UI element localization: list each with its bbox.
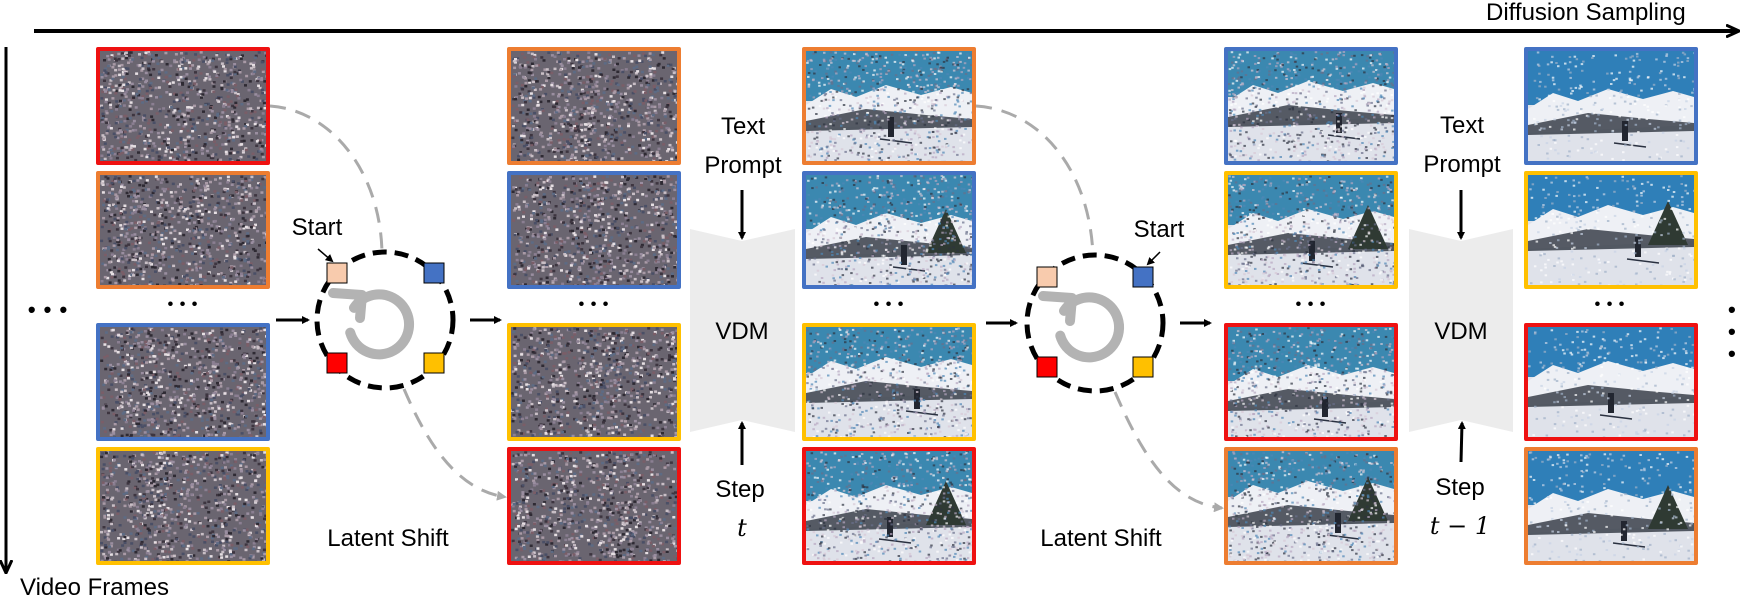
video-frame-blue [507, 171, 681, 289]
step-value-2: t − 1 [1429, 512, 1491, 540]
start-label-2: Start [1133, 216, 1185, 243]
rotate-arrow-head [328, 288, 367, 323]
latent-shift-ring-2 [1024, 251, 1166, 394]
latent-shift-label-1: Latent Shift [327, 525, 449, 552]
ellipsis-col-2: • • • [578, 296, 610, 313]
rotate-arrow-icon [1055, 292, 1125, 363]
text-prompt-label-1-line1: Text [720, 113, 766, 140]
diffusion-sampling-label: Diffusion Sampling [1486, 0, 1686, 26]
shift-curve-2-lower [1113, 391, 1224, 513]
video-frames-label: Video Frames [20, 574, 169, 601]
vdm-label-1: VDM [715, 318, 769, 345]
step-label-2: Step [1435, 474, 1485, 501]
ellipsis-left: • • • [27, 297, 69, 322]
latent-shift-label-2: Latent Shift [1040, 525, 1162, 552]
video-frame-orange [96, 171, 270, 289]
frame-square-red [1036, 356, 1058, 378]
start-pointer-2 [1146, 251, 1161, 266]
video-frame-red [802, 447, 976, 565]
step-label-1: Step [715, 476, 765, 503]
video-frame-yellow [802, 323, 976, 441]
shift-curve-2 [975, 104, 1095, 257]
video-frame-blue [1524, 47, 1698, 165]
video-frame-yellow [1524, 171, 1698, 289]
video-frame-red [1524, 323, 1698, 441]
ellipsis-col-5: • • • [1594, 296, 1626, 313]
frame-square-peach [326, 262, 348, 284]
video-frame-yellow [507, 323, 681, 441]
video-frame-blue [1224, 47, 1398, 165]
ellipsis-col-4: • • • [1295, 296, 1327, 313]
ellipsis-right: • • • [1728, 297, 1737, 366]
step-value-1: t [737, 514, 747, 542]
video-frame-orange [507, 47, 681, 165]
frame-square-blue [423, 262, 445, 284]
frame-square-yellow [1132, 356, 1154, 378]
vdm-label-2: VDM [1434, 318, 1488, 345]
frame-square-peach [1036, 266, 1058, 288]
video-frame-red [96, 47, 270, 165]
rotate-arrow-icon [345, 289, 415, 360]
latent-shift-ring-1 [314, 248, 456, 391]
video-frame-orange [802, 47, 976, 165]
frame-square-yellow [423, 352, 445, 374]
text-prompt-label-1-line2: Prompt [704, 152, 782, 179]
video-frame-red [1224, 323, 1398, 441]
frame-square-red [326, 352, 348, 374]
frame-square-blue [1132, 266, 1154, 288]
ellipsis-col-3: • • • [873, 296, 905, 313]
video-frame-red [507, 447, 681, 565]
rotate-arrow-head [1038, 291, 1077, 326]
text-prompt-label-2-line2: Prompt [1423, 151, 1501, 178]
shift-curve-1-lower [402, 388, 507, 501]
start-label-1: Start [291, 214, 343, 241]
video-frame-blue [802, 171, 976, 289]
video-frame-orange [1524, 447, 1698, 565]
video-frame-yellow [96, 447, 270, 565]
video-frame-blue [96, 323, 270, 441]
text-prompt-label-2-line1: Text [1439, 112, 1485, 139]
ellipsis-col-1: • • • [167, 296, 199, 313]
video-frame-orange [1224, 447, 1398, 565]
start-pointer-1 [317, 248, 334, 263]
step-arrow-2 [1457, 421, 1466, 463]
video-frame-yellow [1224, 171, 1398, 289]
